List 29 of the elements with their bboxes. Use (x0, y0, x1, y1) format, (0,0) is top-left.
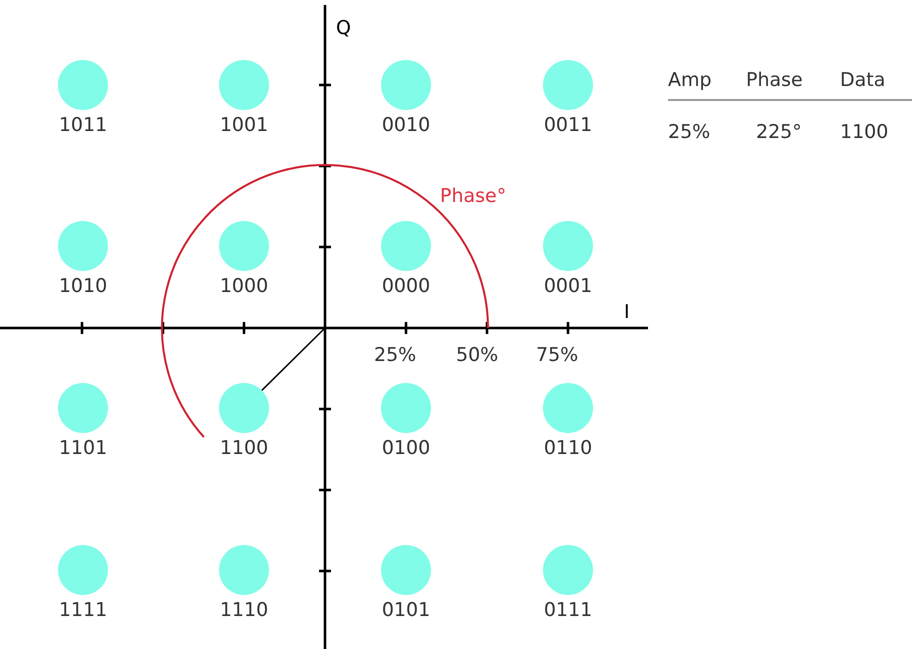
bit-label: 1110 (220, 599, 268, 621)
bit-label: 0110 (544, 437, 592, 459)
bit-label: 1000 (220, 275, 268, 297)
bit-label: 1100 (220, 437, 268, 459)
tick-label: 50% (456, 343, 498, 367)
table-cell: 225° (756, 120, 802, 144)
bit-label: 0111 (544, 599, 592, 621)
bit-label: 0100 (382, 437, 430, 459)
table-cell: 25% (668, 120, 710, 144)
bit-label: 0000 (382, 275, 430, 297)
table-cell: 1100 (840, 120, 888, 144)
bit-label: 0101 (382, 599, 430, 621)
tick-label: 75% (536, 343, 578, 367)
bit-label: 1111 (58, 599, 108, 621)
tick-label: 25% (374, 343, 416, 367)
bit-label: 1001 (220, 114, 268, 136)
bit-label: 0011 (544, 114, 592, 136)
table-header: Amp (668, 68, 712, 92)
axis-label: Q (336, 16, 351, 40)
table-header: Data (840, 68, 886, 92)
bit-label: 0001 (544, 275, 592, 297)
bit-label: 1101 (58, 437, 108, 459)
amplitude-line (261, 327, 326, 391)
axis-label: I (624, 300, 630, 324)
table-header: Phase (746, 68, 803, 92)
phase-label: Phase° (440, 184, 506, 208)
bit-label: 1010 (58, 275, 108, 297)
bit-label: 0010 (382, 114, 430, 136)
bit-label: 1011 (58, 114, 108, 136)
